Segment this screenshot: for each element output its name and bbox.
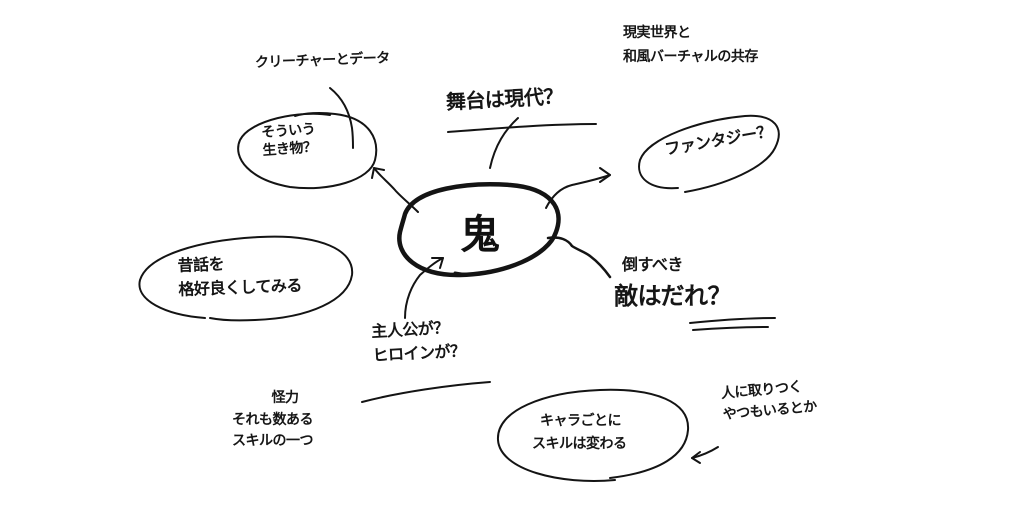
node-skills: キャラごとに スキルは変わる <box>532 413 627 452</box>
protagonist-underline <box>361 381 491 403</box>
center-label: 鬼 <box>460 211 500 258</box>
what-creature-circle <box>237 111 378 190</box>
setting-connector <box>489 117 519 169</box>
enemy-connector <box>546 236 612 279</box>
arrow-from-possess <box>691 446 719 464</box>
node-real-virtual: 現実世界と 和風バーチャルの共存 <box>623 25 758 65</box>
center-ellipse <box>397 182 561 278</box>
node-what-creature: そういう 生き物？ <box>260 121 317 159</box>
folktale-circle <box>138 235 354 322</box>
node-enemy: 倒すべき 敵はだれ？ <box>614 255 732 310</box>
node-folktale: 昔話を 格好良くしてみる <box>177 254 303 299</box>
arrow-from-protagonist <box>404 257 444 319</box>
node-protagonist: 主人公が？ ヒロインが？ <box>370 317 466 365</box>
node-kaiki: 怪力 それも数ある スキルの一つ <box>232 390 314 449</box>
enemy-underline-2 <box>692 326 769 331</box>
enemy-underline-1 <box>689 317 776 324</box>
skills-circle <box>496 388 690 482</box>
fantasy-circle <box>638 114 780 193</box>
creature-data-connector <box>329 87 354 149</box>
arrow-to-what-creature <box>371 167 419 213</box>
arrow-to-fantasy <box>545 167 611 209</box>
setting-underline <box>447 123 597 133</box>
